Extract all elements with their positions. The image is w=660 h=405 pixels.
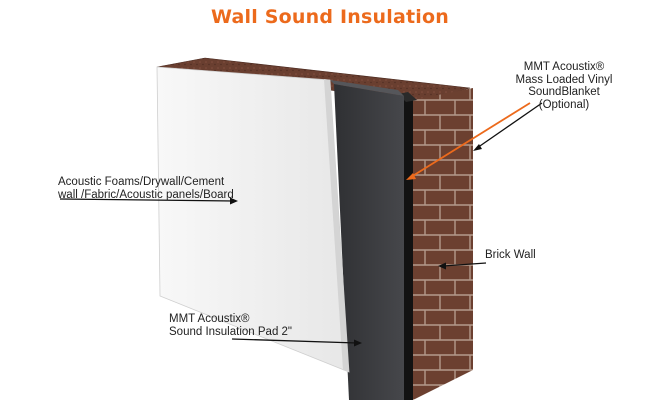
insulation-pad-top <box>330 80 404 96</box>
arrow-brick <box>438 262 487 270</box>
label-insulation-pad: MMT Acoustix® Sound Insulation Pad 2" <box>169 313 293 338</box>
label-mass-loaded-vinyl: MMT Acoustix® Mass Loaded Vinyl SoundBla… <box>515 61 613 111</box>
diagram-title: Wall Sound Insulation <box>211 6 449 28</box>
vinyl-blanket-layer <box>404 100 413 400</box>
vinyl-blanket-top <box>398 92 417 102</box>
label-brick-wall: Brick Wall <box>485 249 536 261</box>
insulation-pad <box>334 84 404 400</box>
label-acoustic-foams: Acoustic Foams/Drywall/Cement wall /Fabr… <box>58 176 234 201</box>
brick-front-face <box>413 88 473 400</box>
arrow-pad <box>231 338 362 347</box>
arrow-mlv-black <box>473 102 543 151</box>
arrow-mlv-orange <box>406 102 531 180</box>
arrow-foam <box>59 197 238 205</box>
acoustic-panel-edge <box>324 79 349 372</box>
